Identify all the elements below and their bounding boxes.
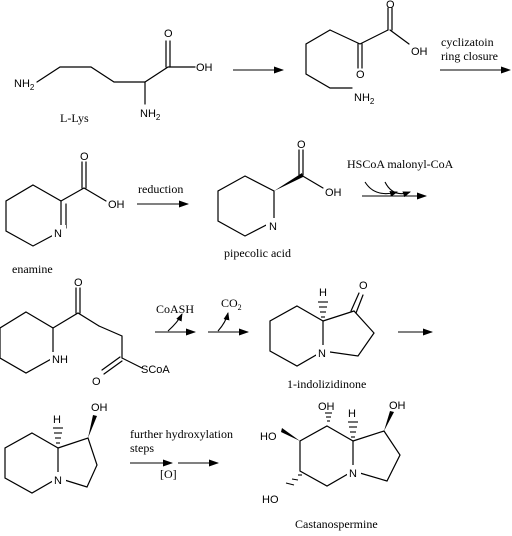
indolizidinone-o-label: O: [359, 280, 368, 292]
castanospermine-oh-right-label: OH: [389, 400, 406, 412]
indolizidinone-name: 1-indolizidinone: [287, 377, 366, 391]
enamine-name: enamine: [12, 262, 53, 276]
curved-arrow-coash: [167, 313, 183, 332]
enamine-hydroxyl-label: OH: [108, 199, 125, 211]
enamine-carbonyl-o-label: O: [80, 151, 89, 163]
compound-coa-intermediate: NH O O SCoA: [0, 277, 170, 388]
hydroxylation-label-line1: further hydroxylation: [130, 427, 233, 441]
castanospermine-n-label: N: [349, 468, 357, 480]
hydroxy-h-label: H: [53, 414, 61, 426]
pipecolic-name: pipecolic acid: [224, 246, 291, 260]
compound-keto-acid: O O OH NH2: [305, 0, 428, 106]
pipecolic-n-label: N: [269, 221, 277, 233]
cyclization-label-line2: ring closure: [441, 49, 498, 63]
intermediate-ketone-o-label: O: [74, 277, 83, 289]
cyclization-label-line1: cyclizatoin: [441, 35, 494, 49]
curved-arrow-co2: [217, 312, 230, 332]
indolizidinone-n-label: N: [318, 348, 326, 360]
curved-arrow-malonyl: [384, 181, 411, 198]
keto-hydroxyl-label: OH: [411, 46, 428, 58]
hydroxy-oh-label: OH: [91, 402, 108, 414]
coash-label: CoASH: [156, 302, 194, 316]
castanospermine-ho-left-label: HO: [260, 431, 277, 443]
hscoa-malonyl-label: HSCoA malonyl-CoA: [347, 157, 454, 171]
hydroxylation-label-line2: steps: [130, 441, 154, 455]
hydroxy-n-label: N: [54, 475, 62, 487]
castanospermine-h-label: H: [348, 408, 356, 420]
lys-name: L-Lys: [60, 111, 89, 125]
pipecolic-carbonyl-o-label: O: [297, 139, 306, 151]
step-decarboxylation: CoASH CO2: [155, 296, 249, 336]
step-hydroxylation: further hydroxylation steps [O]: [130, 427, 233, 481]
castanospermine-name: Castanospermine: [295, 517, 378, 531]
lys-carbonyl-o-label: O: [164, 28, 173, 40]
compound-1-indolizidinone: N H O 1-indolizidinone: [269, 280, 375, 391]
reduction-label: reduction: [138, 182, 183, 196]
keto-amine-label: NH2: [354, 92, 375, 106]
intermediate-thioester-o-label: O: [92, 376, 101, 388]
step-reduction: reduction: [137, 182, 189, 208]
indolizidinone-h-label: H: [319, 287, 327, 299]
co2-label: CO2: [221, 296, 242, 312]
compound-enamine: N O OH enamine: [5, 151, 125, 276]
keto-o-label: O: [356, 69, 365, 81]
compound-pipecolic-acid: N O OH pipecolic acid: [217, 139, 342, 260]
pipecolic-hydroxyl-label: OH: [325, 187, 342, 199]
enamine-n-label: N: [54, 228, 62, 240]
lys-hydroxyl-label: OH: [196, 62, 213, 74]
compound-castanospermine: N H OH OH HO HO Castanospermine: [260, 400, 406, 531]
compound-l-lysine: NH2 NH2 O OH L-Lys: [14, 28, 213, 125]
intermediate-nh-label: NH: [52, 354, 68, 366]
step-cyclization: cyclizatoin ring closure: [440, 35, 511, 74]
step-malonyl-coa: HSCoA malonyl-CoA: [347, 157, 454, 200]
castanospermine-ho-bottom-label: HO: [262, 494, 279, 506]
oxidation-label: [O]: [160, 467, 177, 481]
intermediate-scoa-label: SCoA: [141, 364, 170, 376]
curved-arrow-hscoa: [364, 181, 398, 197]
compound-hydroxy-indolizidine: N H OH: [4, 402, 108, 494]
castanospermine-oh-top-label: OH: [318, 401, 335, 413]
lys-alpha-amine-label: NH2: [140, 108, 161, 122]
keto-carbonyl-o-label: O: [386, 0, 395, 11]
lys-amine-label: NH2: [14, 78, 35, 92]
